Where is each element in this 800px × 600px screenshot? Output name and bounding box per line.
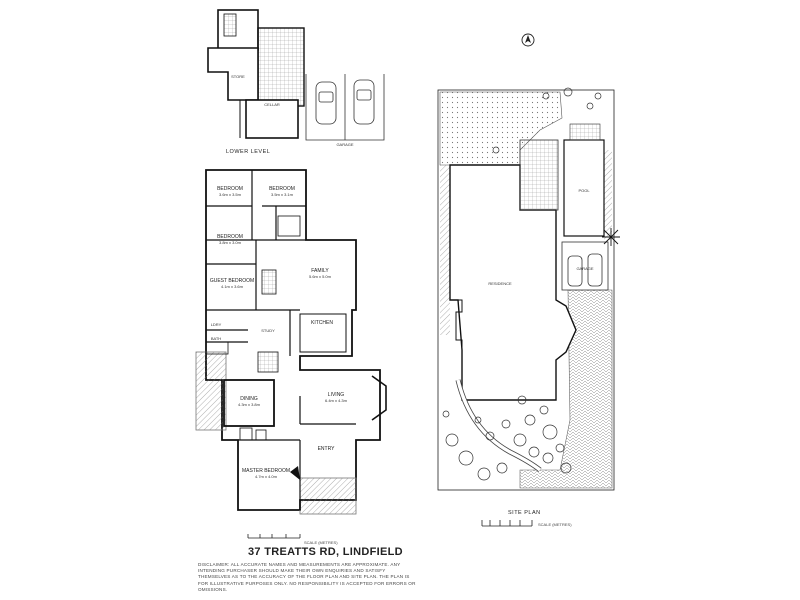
dining-dim: 4.3m x 3.8m — [238, 402, 261, 407]
car-icon — [353, 79, 375, 125]
site-scale-bar — [481, 520, 533, 527]
site-garage-label: GARAGE — [576, 266, 593, 271]
car-icon — [315, 81, 337, 125]
property-address: 37 TREATTS RD, LINDFIELD — [248, 546, 403, 558]
site-garage — [561, 241, 609, 291]
car-icon — [567, 255, 583, 287]
main-level-labels: BEDROOM 3.6m x 3.5m BEDROOM 3.5m x 3.1m … — [210, 186, 348, 479]
hedge-left — [440, 165, 450, 335]
interior-walls — [205, 170, 387, 510]
site-scale-label: SCALE (metres) — [538, 522, 572, 527]
pool-steps — [519, 139, 559, 211]
floor-scale-label: SCALE (metres) — [304, 540, 338, 545]
lower-garage — [305, 74, 385, 141]
study-label: STUDY — [261, 328, 275, 333]
lower-store-label: STORE — [231, 74, 245, 79]
driveway — [519, 289, 613, 489]
living-label: LIVING — [328, 392, 345, 398]
entry-label: ENTRY — [318, 446, 336, 452]
bedroom-2-dim: 3.5m x 3.1m — [271, 192, 294, 197]
living-dim: 6.4m x 4.3m — [325, 398, 348, 403]
family-label: FAMILY — [311, 268, 329, 274]
bedroom-3-label: BEDROOM — [217, 234, 243, 240]
site-plan-caption: SITE PLAN — [508, 510, 541, 516]
palm-icon — [602, 228, 620, 246]
floor-scale-bar — [247, 534, 301, 539]
lower-cellar-label: CELLAR — [264, 102, 280, 107]
master-bedroom-label: MASTER BEDROOM — [242, 468, 290, 474]
bedroom-1-dim: 3.6m x 3.5m — [219, 192, 242, 197]
garden-trees — [442, 87, 602, 481]
bedroom-1-label: BEDROOM — [217, 186, 243, 192]
lower-level-plan — [207, 9, 305, 139]
disclaimer-text: DISCLAIMER: ALL ACCURATE NAMES AND MEASU… — [198, 562, 416, 592]
dining-label: DINING — [240, 396, 258, 402]
hatched-terraces — [195, 351, 357, 515]
car-icon — [587, 253, 603, 287]
top-steps — [569, 123, 601, 141]
guest-bedroom-label: GUEST BEDROOM — [210, 278, 254, 284]
entry-pillar — [290, 466, 300, 480]
hedge-right — [604, 150, 612, 240]
bedroom-3-dim: 3.8m x 3.0m — [219, 240, 242, 245]
lower-garage-label: GARAGE — [336, 142, 353, 147]
master-bedroom-dim: 4.7m x 4.0m — [255, 474, 278, 479]
north-arrow-icon — [521, 33, 535, 47]
guest-bedroom-dim: 4.1m x 3.6m — [221, 284, 244, 289]
laundry-label: LDRY — [211, 322, 222, 327]
kitchen-label: KITCHEN — [311, 320, 333, 326]
site-pool — [563, 139, 605, 237]
site-residence-label: RESIDENCE — [488, 281, 512, 286]
site-boundary — [437, 89, 615, 491]
site-pool-label: POOL — [578, 188, 590, 193]
bedroom-2-label: BEDROOM — [269, 186, 295, 192]
bath-label: BATH — [211, 336, 221, 341]
family-dim: 5.6m x 5.0m — [309, 274, 332, 279]
lower-level-caption: LOWER LEVEL — [226, 149, 270, 155]
residence-steps — [450, 299, 463, 352]
lower-level-labels: STORE CELLAR LOWER LEVEL — [226, 74, 280, 155]
main-level-plan — [205, 169, 381, 511]
